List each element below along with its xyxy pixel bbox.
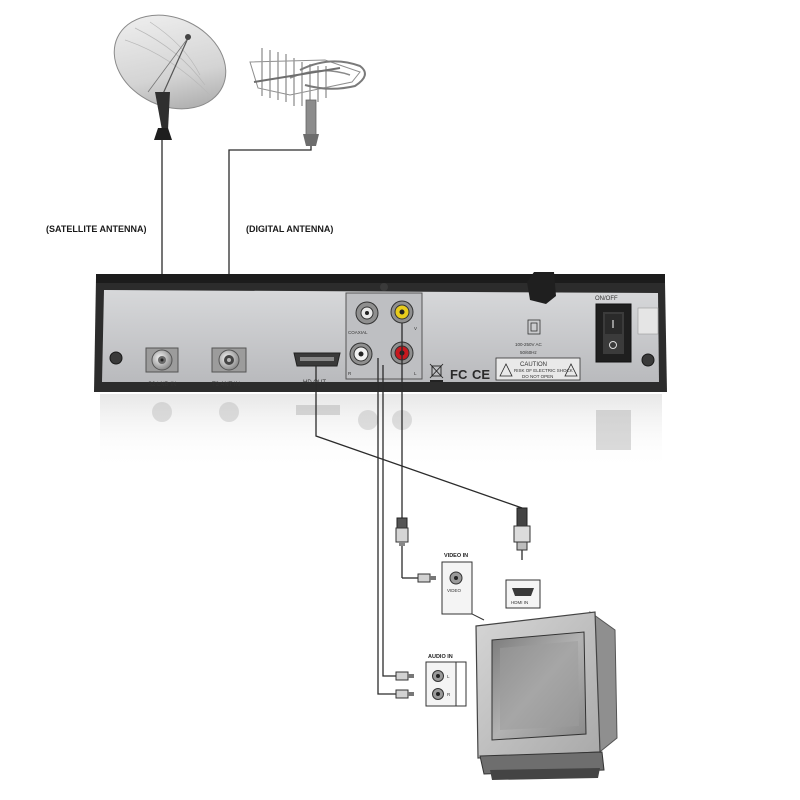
audio-l-port[interactable]: [349, 342, 373, 366]
ant-in-label: T2 ANT IN: [212, 382, 240, 388]
hdmi-in-port[interactable]: [512, 588, 534, 596]
digital-antenna: [249, 48, 366, 146]
double-insulation-icon: [527, 319, 541, 335]
lnb-in-port[interactable]: [145, 347, 179, 373]
weee-bin-icon: [429, 363, 444, 382]
tv-video-in-panel: VIDEO IN VIDEO: [441, 553, 485, 621]
rca-port-group: COAXIAL V R L: [345, 292, 423, 380]
audio-in-title: AUDIO IN: [428, 654, 453, 660]
audio-l-label: L: [414, 371, 417, 376]
warning-icon: [499, 363, 513, 377]
tv-hdmi-in-panel: HDMI IN: [505, 579, 541, 609]
coaxial-label: COAXIAL: [348, 330, 368, 335]
receiver-rear-panel: S2 LNB IN T2 ANT IN HD OUT COAXIAL: [94, 272, 667, 392]
tv-rca-plugs: [395, 573, 436, 699]
audio-in-l-label: L: [447, 674, 450, 679]
power-spec-voltage: 100-250V AC: [515, 342, 543, 347]
hdmi-in-label: HDMI IN: [511, 600, 528, 605]
video-plug: [395, 517, 409, 546]
caution-title: CAUTION: [520, 362, 547, 368]
audio-in-r-label: R: [447, 692, 451, 697]
caution-line-2: DO NOT OPEN: [522, 374, 553, 379]
serial-sticker: [637, 307, 659, 335]
tv-audio-in-panel: AUDIO IN L R: [425, 654, 467, 707]
caution-label: CAUTION RISK OF ELECTRIC SHOCK DO NOT OP…: [495, 357, 581, 381]
audio-r-label: R: [348, 371, 352, 376]
crt-television: [475, 610, 618, 780]
screw-icon: [109, 351, 123, 365]
video-in-jack-label: VIDEO: [447, 588, 462, 593]
satellite-antenna-label: (SATELLITE ANTENNA): [46, 224, 147, 234]
screw-icon: [641, 353, 655, 367]
lnb-in-label: S2 LNB IN: [148, 382, 176, 388]
ce-logo: CE: [472, 367, 490, 382]
power-switch[interactable]: [595, 303, 632, 363]
coaxial-port[interactable]: [355, 301, 379, 325]
on-off-label: ON/OFF: [595, 296, 618, 302]
satellite-dish: [113, 14, 227, 140]
screw-icon: [380, 283, 388, 291]
reflection-ghosts: [152, 402, 631, 450]
hdmi-out-port[interactable]: [293, 352, 341, 367]
caution-line-1: RISK OF ELECTRIC SHOCK: [514, 368, 573, 373]
video-in-title: VIDEO IN: [444, 553, 468, 559]
panel-reflection: [100, 394, 662, 470]
power-cord: [527, 272, 556, 304]
warning-icon: [564, 363, 578, 377]
power-spec-frequency: 50/60Hz: [520, 350, 538, 355]
fc-logo: FC: [450, 367, 468, 382]
ant-in-port[interactable]: [211, 347, 247, 373]
video-out-port[interactable]: [390, 300, 414, 324]
digital-antenna-label: (DIGITAL ANTENNA): [246, 224, 333, 234]
video-out-label: V: [414, 326, 417, 331]
hdmi-out-label: HD OUT: [303, 380, 326, 386]
hdmi-plug: [513, 507, 531, 551]
